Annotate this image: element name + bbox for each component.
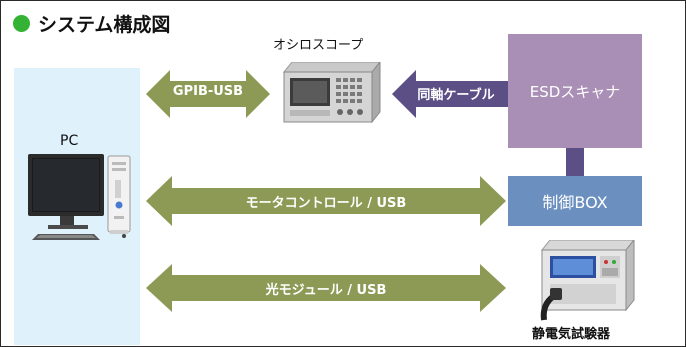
control-box-label: 制御BOX — [542, 193, 608, 212]
oscilloscope-icon — [282, 62, 381, 124]
oscilloscope-label: オシロスコープ — [273, 38, 364, 53]
optical-module-arrow — [146, 264, 506, 312]
title-bullet-icon — [13, 15, 30, 32]
pc-icon — [28, 154, 131, 240]
optical-module-label: 光モジュール / USB — [265, 283, 387, 298]
gpib-usb-arrow — [146, 70, 270, 118]
diagram-title: システム構成図 — [13, 10, 170, 37]
coax-cable-arrow — [392, 70, 510, 118]
motor-control-label: モータコントロール / USB — [245, 196, 407, 211]
esd-scanner-box: ESDスキャナ — [508, 34, 642, 148]
esd-tester-icon — [540, 240, 635, 321]
control-box: 制御BOX — [508, 176, 642, 226]
pc-label: PC — [60, 133, 79, 149]
title-text: システム構成図 — [38, 14, 171, 36]
coax-cable-label: 同軸ケーブル — [417, 88, 495, 103]
esd-scanner-label: ESDスキャナ — [529, 82, 621, 101]
gpib-usb-label: GPIB-USB — [172, 84, 244, 99]
scanner-control-connector — [566, 148, 584, 176]
motor-control-arrow — [146, 176, 506, 226]
esd-tester-label: 静電気試験器 — [532, 327, 611, 342]
